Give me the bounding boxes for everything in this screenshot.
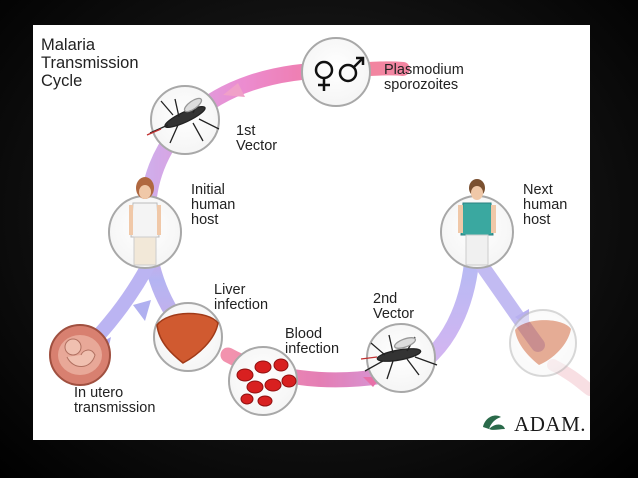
- red-blood-cells-icon: [236, 358, 297, 407]
- man-icon: [458, 179, 496, 266]
- label-plasmodium: Plasmodium sporozoites: [384, 62, 464, 93]
- male-symbol-icon: [338, 56, 365, 83]
- next-host-node: [440, 179, 514, 269]
- in-utero-node: [49, 324, 111, 386]
- label-liver: Liver infection: [214, 282, 269, 313]
- liver-icon: [515, 320, 571, 365]
- woman-icon: [129, 177, 161, 266]
- adam-leaf-logo-icon: [483, 415, 505, 430]
- mosquito-icon: [146, 97, 220, 144]
- label-first-vector: 1st Vector: [236, 123, 278, 154]
- plasmodium-node: [301, 37, 371, 107]
- first-vector-node: [146, 85, 220, 155]
- blood-node: [228, 346, 298, 416]
- fetus-icon: [58, 335, 102, 375]
- label-blood: Blood infection: [285, 326, 340, 357]
- label-in-utero: In utero transmission: [74, 385, 156, 416]
- second-vector-node: [360, 323, 438, 393]
- label-initial-host: Initial human host: [191, 182, 236, 228]
- cycle-artwork: [49, 37, 590, 430]
- female-symbol-icon: [314, 60, 334, 91]
- initial-host-node: [108, 177, 182, 269]
- liver-node: [153, 302, 223, 372]
- diagram-title: Malaria Transmission Cycle: [41, 36, 139, 90]
- label-next-host: Next human host: [523, 182, 568, 228]
- liver-icon: [156, 312, 219, 364]
- label-second-vector: 2nd Vector: [373, 291, 415, 322]
- diagram-slide: Malaria Transmission Cycle Plasmodium sp…: [33, 25, 590, 440]
- mosquito-icon: [360, 334, 438, 380]
- adam-brand: ADAM.: [514, 412, 586, 436]
- next-liver-node: [509, 309, 577, 377]
